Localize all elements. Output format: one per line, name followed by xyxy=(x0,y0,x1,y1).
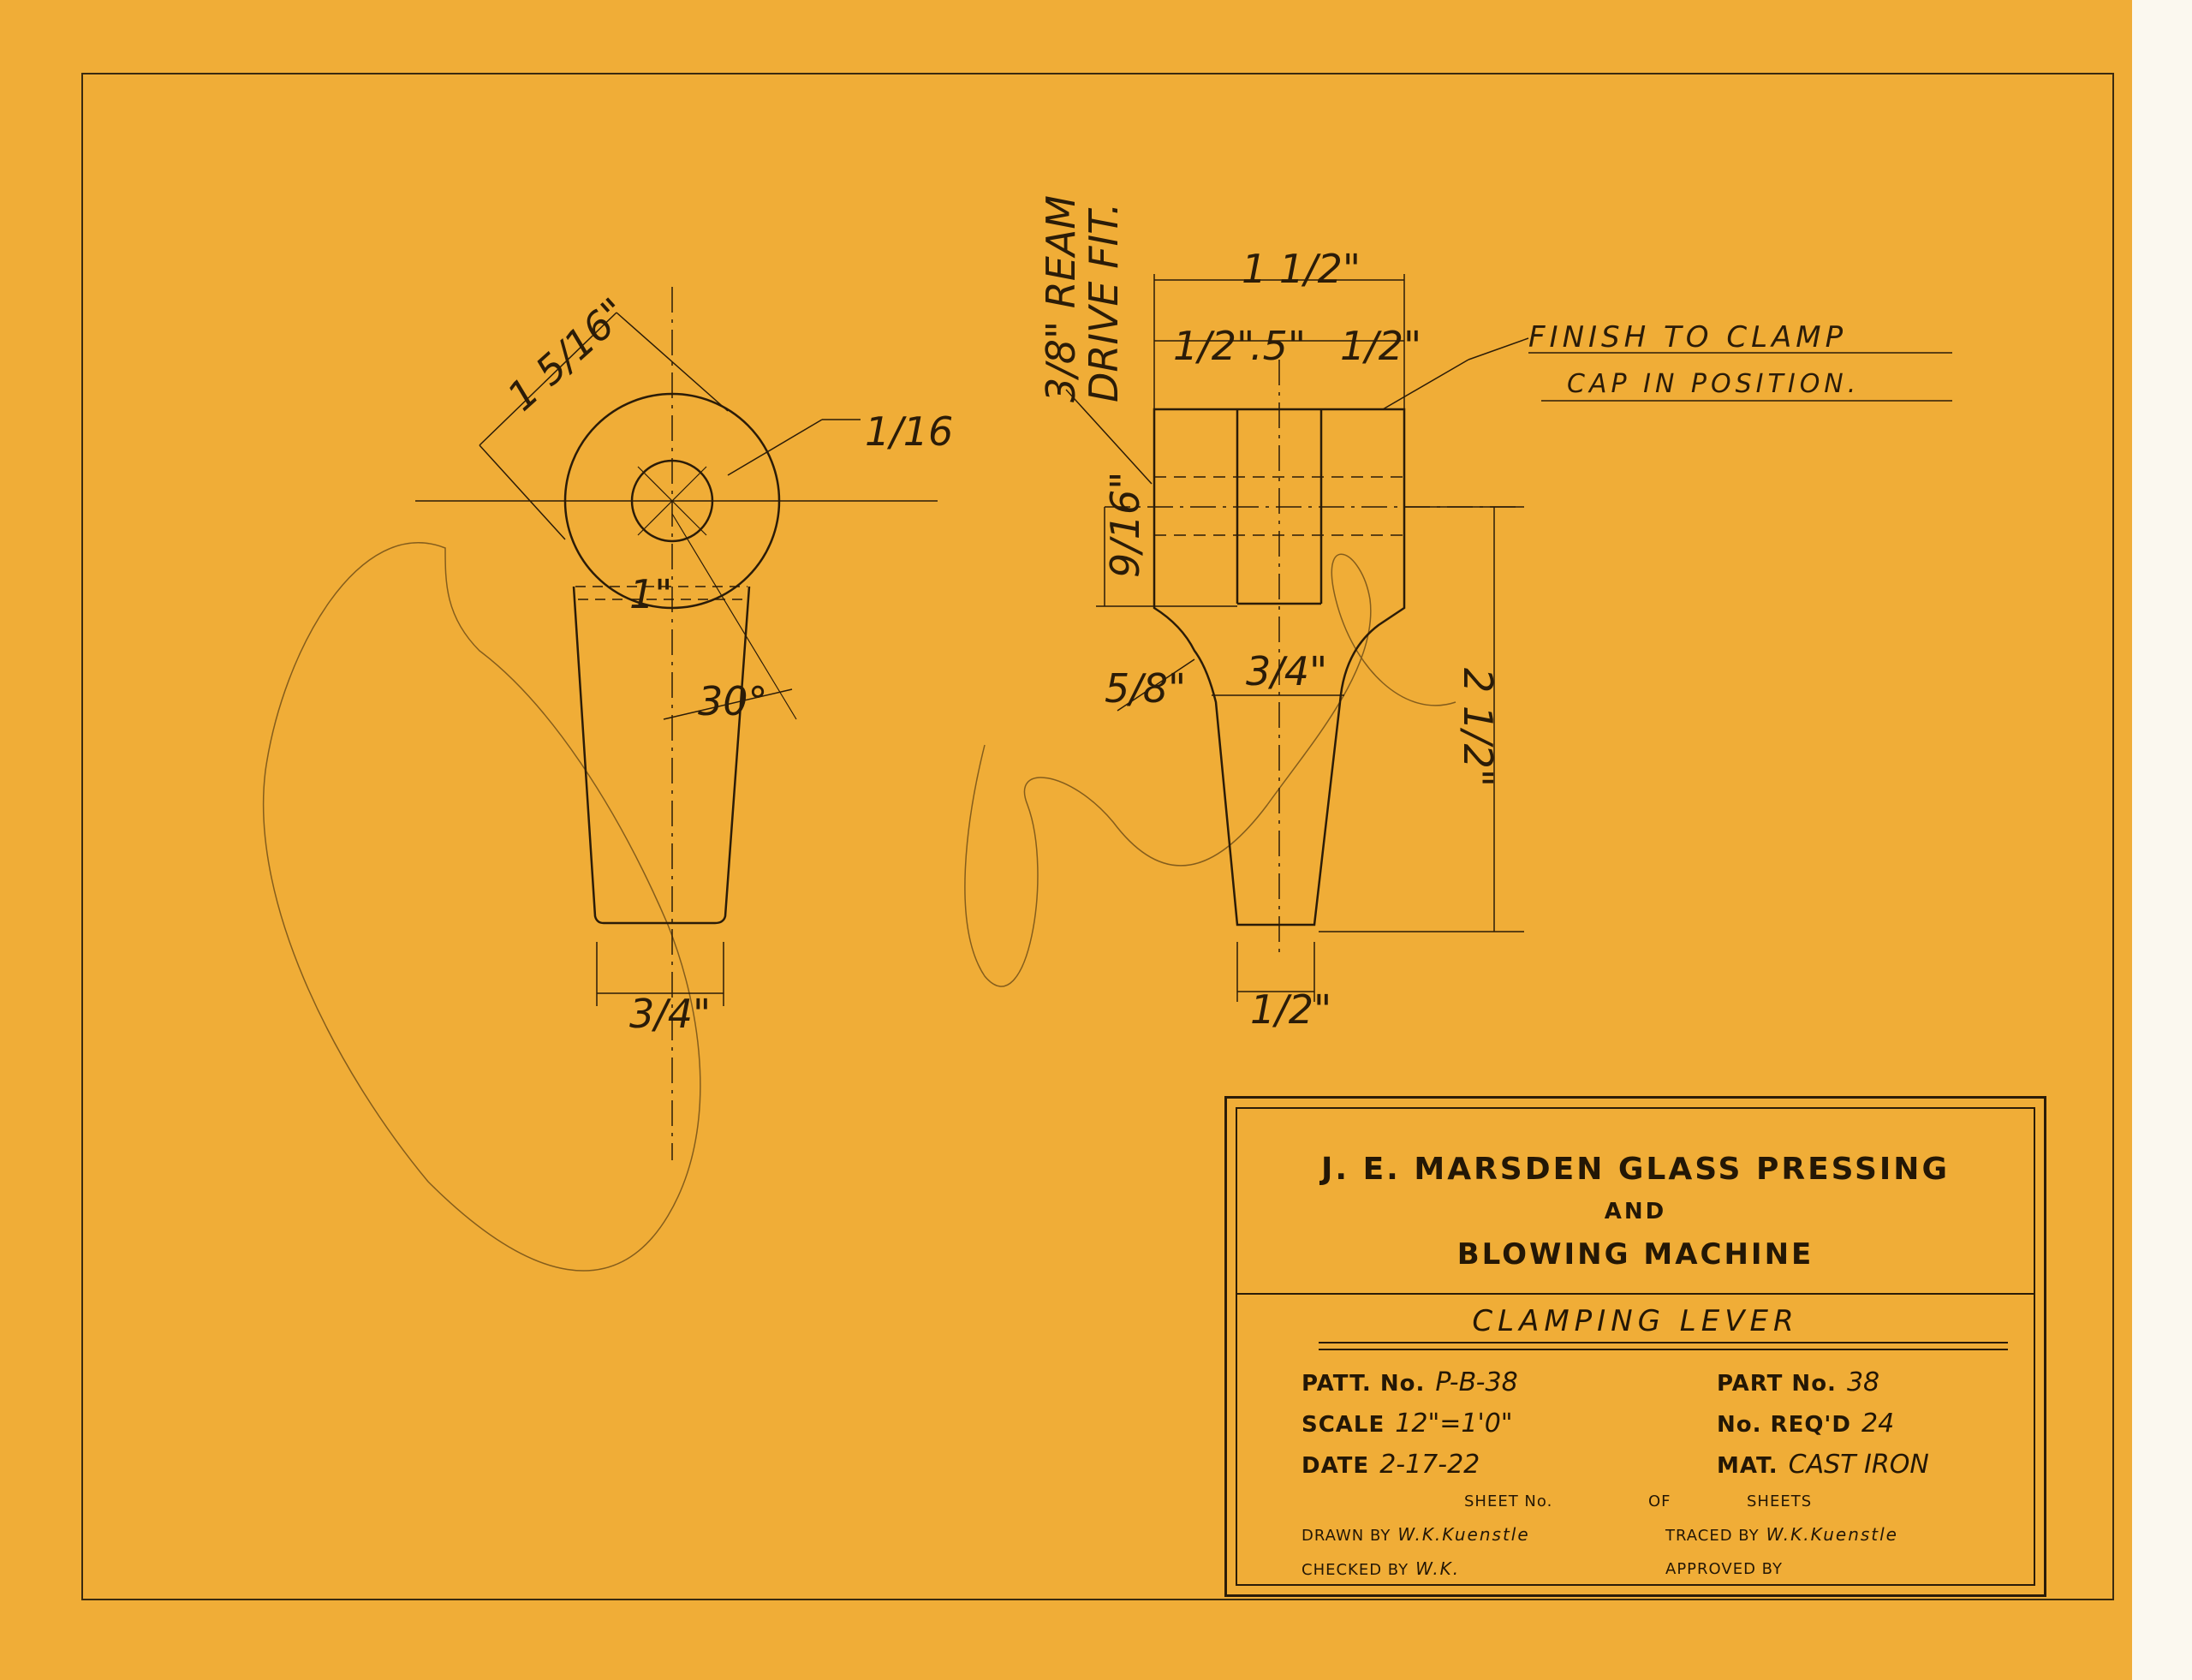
checked-by-value: W.K. xyxy=(1415,1558,1461,1579)
title-block-inner: J. E. MARSDEN GLASS PRESSING AND BLOWING… xyxy=(1236,1107,2035,1586)
sheet-margin xyxy=(2132,0,2192,1680)
date-label: DATE xyxy=(1302,1453,1370,1479)
scale-label: SCALE xyxy=(1302,1412,1385,1438)
lever-arm-outline xyxy=(572,586,751,925)
technical-drawing: 1 5/16" 1/16 1" 30° 3/4" 1 1/2" 1/2" xyxy=(262,195,1952,1272)
patt-no-value: P-B-38 xyxy=(1435,1367,1518,1397)
scale-field: SCALE 12"=1'0" xyxy=(1302,1409,1513,1439)
dim-tip-width: 3/4" xyxy=(629,991,711,1037)
drawn-by-field: DRAWN BY W.K.Kuenstle xyxy=(1302,1524,1530,1545)
of-label: OF xyxy=(1648,1492,1671,1510)
dim-taper-angle: 30° xyxy=(698,678,768,724)
side-view: 1 5/16" 1/16 1" 30° 3/4" xyxy=(415,287,953,1160)
pencil-scribble-left xyxy=(262,542,701,1272)
company-name-and: AND xyxy=(1604,1199,1667,1224)
finish-note-line2: CAP IN POSITION. xyxy=(1567,369,1860,399)
traced-by-label: TRACED BY xyxy=(1665,1527,1760,1545)
dim-wall: 1/16 xyxy=(865,408,953,455)
company-name-machine: BLOWING MACHINE xyxy=(1456,1237,1814,1272)
sheets-label: SHEETS xyxy=(1747,1492,1813,1510)
no-reqd-field: No. REQ'D 24 xyxy=(1717,1409,1894,1439)
dim-end-tip-width: 1/2" xyxy=(1250,986,1331,1033)
dim-overall-width: 1 1/2" xyxy=(1242,246,1361,292)
checked-by-field: CHECKED BY W.K. xyxy=(1302,1558,1460,1579)
dim-bore-height: 9/16" xyxy=(1102,472,1148,578)
mat-field: MAT. CAST IRON xyxy=(1717,1450,1929,1480)
dim-neck-width: 1" xyxy=(629,571,672,617)
drawing-border xyxy=(81,73,2114,1600)
part-no-field: PART No. 38 xyxy=(1717,1367,1879,1397)
traced-by-field: TRACED BY W.K.Kuenstle xyxy=(1665,1524,1898,1545)
sheet-no-label: SHEET No. xyxy=(1464,1492,1553,1510)
dim-slot-left: 1/2" xyxy=(1173,323,1254,369)
drawing-sheet xyxy=(0,0,2132,1680)
mat-label: MAT. xyxy=(1717,1453,1778,1479)
date-value: 2-17-22 xyxy=(1379,1450,1480,1480)
dim-overall-height: 2 1/2" xyxy=(1455,668,1501,787)
part-no-value: 38 xyxy=(1846,1367,1880,1397)
dim-fillet-radius: 5/8" xyxy=(1105,665,1186,712)
no-reqd-value: 24 xyxy=(1861,1409,1895,1439)
bore-circle xyxy=(630,459,714,543)
mat-value: CAST IRON xyxy=(1788,1450,1929,1480)
title-divider xyxy=(1237,1293,2034,1295)
traced-by-value: W.K.Kuenstle xyxy=(1766,1524,1898,1545)
drawn-by-value: W.K.Kuenstle xyxy=(1397,1524,1530,1545)
dim-slot-right: 1/2" xyxy=(1340,323,1421,369)
checked-by-label: CHECKED BY xyxy=(1302,1561,1409,1579)
ream-note-line2: DRIVE FIT. xyxy=(1081,203,1127,402)
scale-value: 12"=1'0" xyxy=(1395,1409,1513,1439)
part-no-label: PART No. xyxy=(1717,1371,1837,1397)
drawn-by-label: DRAWN BY xyxy=(1302,1527,1391,1545)
ream-note-line1: 3/8" REAM xyxy=(1038,195,1084,402)
finish-note-line1: FINISH TO CLAMP xyxy=(1528,320,1847,354)
no-reqd-label: No. REQ'D xyxy=(1717,1412,1851,1438)
company-name: J. E. MARSDEN GLASS PRESSING xyxy=(1320,1152,1950,1187)
boss-circle xyxy=(563,392,781,610)
dim-boss-diameter: 1 5/16" xyxy=(498,289,636,420)
title-block: J. E. MARSDEN GLASS PRESSING AND BLOWING… xyxy=(1224,1096,2046,1597)
dim-slot-center: .5" xyxy=(1250,323,1306,369)
part-name: CLAMPING LEVER xyxy=(1472,1304,1799,1338)
pencil-scribble-center xyxy=(964,553,1456,987)
patt-no-field: PATT. No. P-B-38 xyxy=(1302,1367,1518,1397)
part-name-underline xyxy=(1319,1342,2008,1343)
ream-leader xyxy=(1065,389,1153,485)
end-view: 1 1/2" 1/2" .5" 1/2" 3/8" REAM DRIVE FIT… xyxy=(1038,195,1952,1033)
part-name-underline-2 xyxy=(1319,1349,2008,1350)
date-field: DATE 2-17-22 xyxy=(1302,1450,1480,1480)
patt-no-label: PATT. No. xyxy=(1302,1371,1426,1397)
dim-end-neck-width: 3/4" xyxy=(1246,648,1327,694)
approved-by-label: APPROVED BY xyxy=(1665,1560,1784,1578)
